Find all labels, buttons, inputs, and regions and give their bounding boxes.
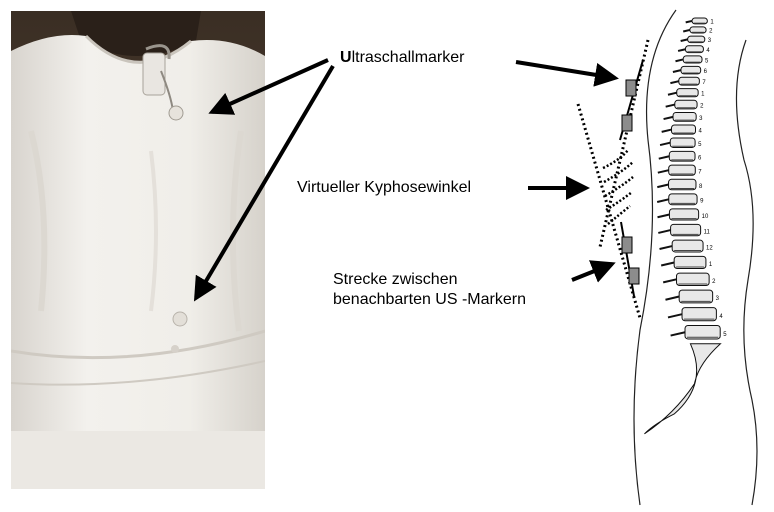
label-kyphosewinkel: Virtueller Kyphosewinkel	[297, 178, 471, 198]
label-strecke: Strecke zwischen benachbarten US -Marker…	[333, 270, 526, 310]
label-strecke-line2: benachbarten US -Markern	[333, 290, 526, 310]
label-ultraschallmarker: Ultraschallmarker	[340, 48, 464, 68]
label-ultraschallmarker-rest: ltraschallmarker	[352, 49, 465, 66]
label-strecke-line1: Strecke zwischen	[333, 270, 526, 290]
label-ultraschallmarker-initial: U	[340, 49, 352, 66]
